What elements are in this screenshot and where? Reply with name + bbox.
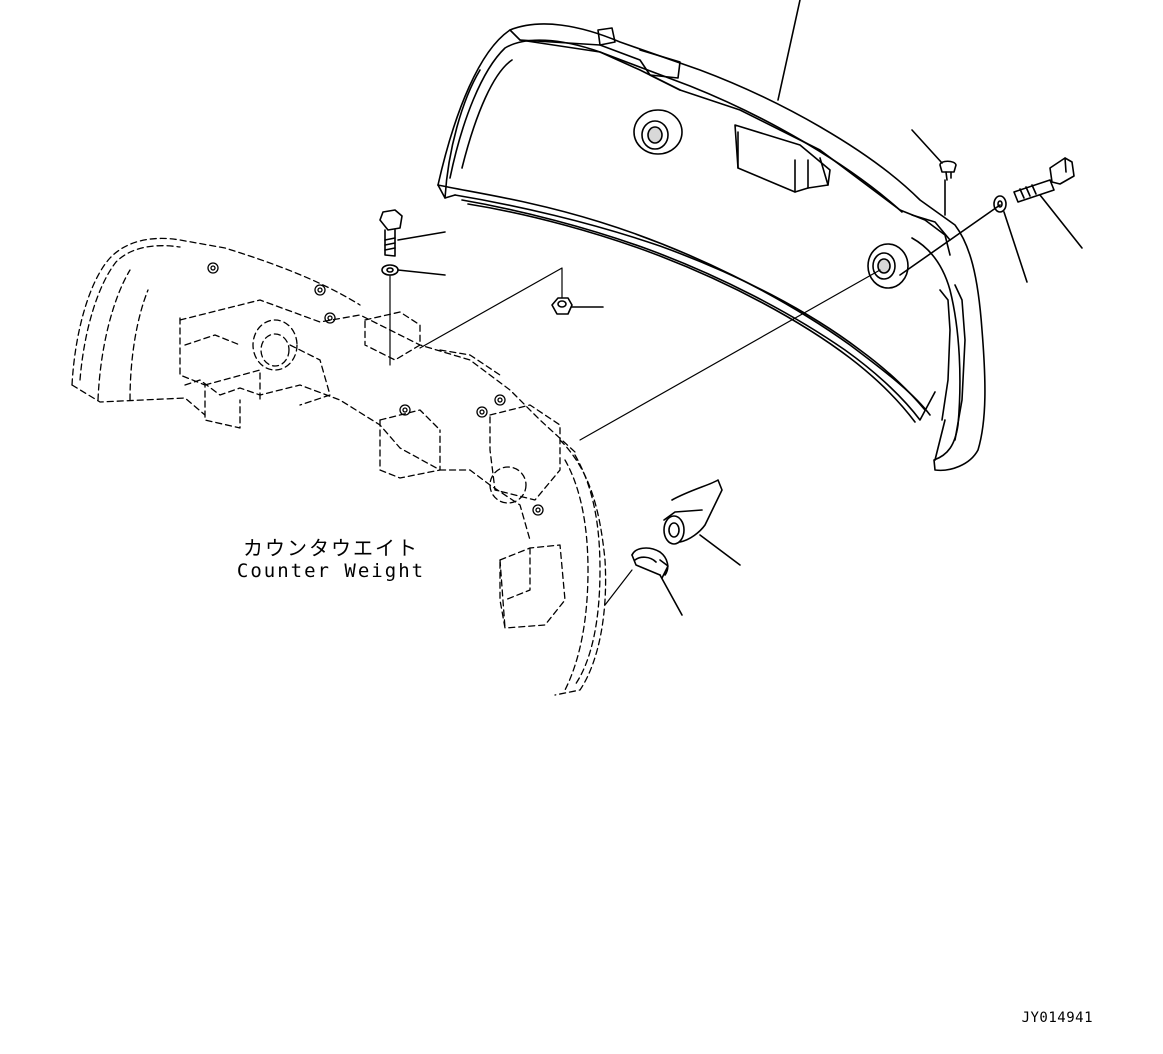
clamp	[631, 547, 669, 579]
cover-panel	[437, 23, 986, 472]
washer	[993, 195, 1007, 213]
leader-line-bolt-left	[397, 231, 446, 241]
drawing-number: JY014941	[1021, 1010, 1093, 1026]
leader-line-cover	[777, 0, 801, 101]
counterweight	[71, 237, 607, 696]
part-name-japanese: カウンタウエイト	[243, 536, 419, 560]
leader-line-bolt	[1039, 194, 1083, 249]
part-name-english: Counter Weight	[236, 560, 426, 582]
leader-line-washer	[1003, 211, 1028, 283]
leader-line-screw	[911, 129, 943, 164]
screw	[939, 160, 957, 181]
counterweight-holes	[207, 262, 544, 516]
bolt-left	[379, 209, 403, 257]
leader-line-washer-left	[397, 269, 446, 276]
leader-line-rivet	[699, 534, 741, 566]
rivet	[663, 479, 723, 545]
washer-left	[381, 264, 399, 276]
leader-line-clamp	[659, 574, 683, 616]
bolt	[1013, 157, 1075, 203]
nut	[551, 297, 573, 315]
